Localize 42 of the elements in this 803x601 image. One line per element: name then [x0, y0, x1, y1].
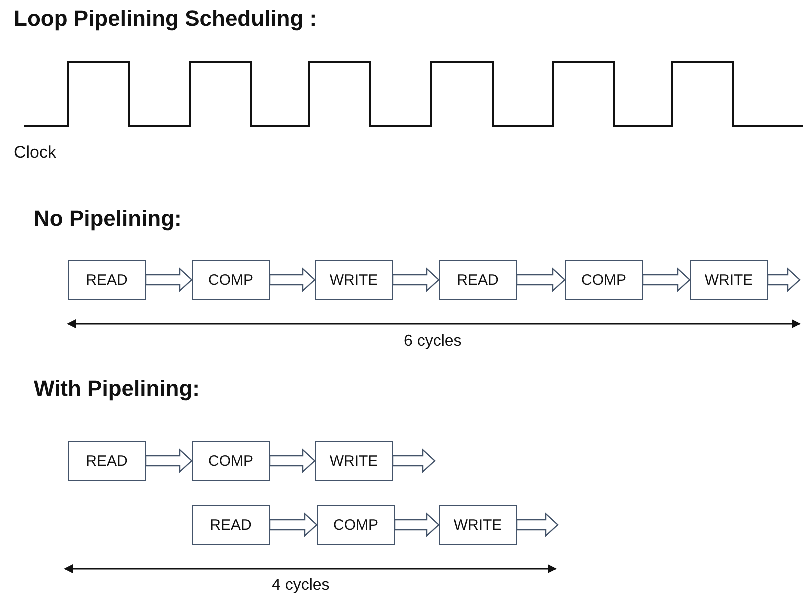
block-arrow [392, 448, 436, 474]
section-heading: No Pipelining: [34, 206, 182, 232]
process-box [317, 505, 395, 545]
block-arrow [145, 448, 193, 474]
step-label: WRITE [330, 272, 378, 288]
step-label: READ [86, 272, 128, 288]
block-arrow [269, 512, 318, 538]
block-arrow [394, 512, 440, 538]
section-heading: With Pipelining: [34, 376, 200, 402]
step-label: READ [86, 452, 128, 470]
step-label: COMP [208, 272, 254, 288]
block-arrow [269, 448, 316, 474]
process-box [192, 260, 270, 300]
block-arrow [392, 268, 440, 292]
block-arrow [516, 268, 566, 292]
block-arrow [269, 268, 316, 292]
diagram-title: Loop Pipelining Scheduling : [14, 6, 318, 32]
step-label: WRITE [454, 516, 502, 534]
process-box [68, 441, 146, 481]
process-box [192, 441, 270, 481]
process-box [315, 260, 393, 300]
block-arrow [642, 268, 691, 292]
process-box [565, 260, 643, 300]
step-label: COMP [582, 272, 626, 288]
step-label: READ [457, 272, 499, 288]
process-box [439, 260, 517, 300]
process-box [690, 260, 768, 300]
step-label: WRITE [704, 272, 754, 288]
process-box [439, 505, 517, 545]
block-arrow [145, 268, 193, 292]
process-box [192, 505, 270, 545]
process-box [315, 441, 393, 481]
dimension-label: 6 cycles [404, 333, 462, 351]
block-arrow [516, 512, 559, 538]
block-arrow [767, 268, 801, 292]
dimension-label: 4 cycles [272, 577, 330, 595]
step-label: COMP [334, 516, 378, 534]
process-box [68, 260, 146, 300]
step-label: COMP [208, 452, 254, 470]
clock-label: Clock [14, 143, 57, 163]
step-label: WRITE [330, 452, 378, 470]
step-label: READ [210, 516, 252, 534]
